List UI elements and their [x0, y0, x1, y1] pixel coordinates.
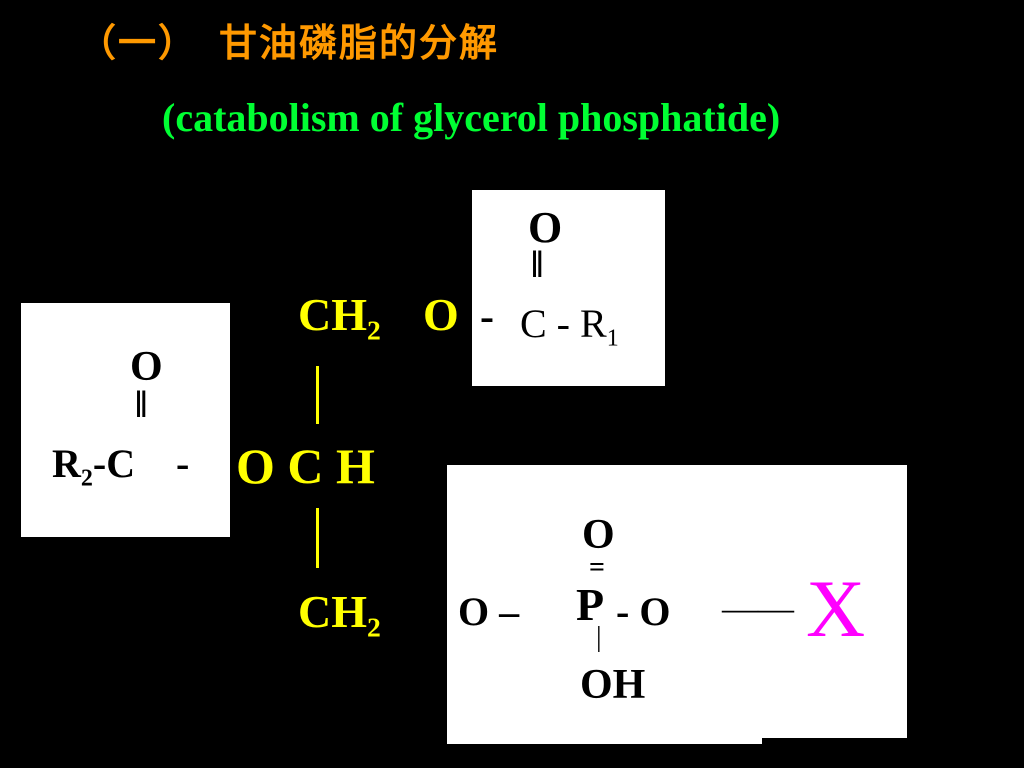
phosphate-box-lower: [447, 600, 762, 744]
acyl1-carbonyl-o: O: [528, 203, 563, 252]
glycerol-phosphate-dash: –: [410, 580, 428, 620]
ester-dash-top: -: [480, 294, 494, 340]
acyl2-double-bond: ‖: [135, 384, 148, 426]
phosphate-single-bond: |: [596, 622, 602, 653]
glycerol-bond-1: [316, 366, 319, 424]
title-english: (catabolism of glycerol phosphatide): [162, 95, 781, 140]
acyl2-carbonyl-o: O: [130, 344, 163, 390]
acyl2-box: [21, 303, 230, 537]
title-chinese: （一） 甘油磷脂的分解: [78, 21, 500, 65]
phosphate-oh: OH: [580, 662, 646, 708]
acyl2-r2-c: R2-C: [52, 441, 136, 492]
glycerol-o-top: O: [423, 289, 459, 340]
acyl1-double-bond: ‖: [531, 244, 544, 286]
acyl1-c-r1: C - R1: [520, 301, 619, 352]
phosphate-double-bond: =: [589, 552, 605, 583]
phosphate-p: P: [576, 579, 605, 630]
phosphate-x-bond: ——: [722, 588, 794, 628]
glycerol-och: O C H: [236, 438, 375, 494]
phosphate-o-top: O: [582, 512, 615, 558]
glycerol-ch2-top: CH2: [298, 289, 381, 346]
glycerol-ch2-bottom: CH2: [298, 586, 381, 643]
acyl1-box: [472, 190, 665, 386]
x-group: X: [806, 563, 866, 654]
acyl2-dash: -: [176, 441, 190, 486]
phosphate-o-left: O –: [458, 589, 520, 634]
phosphate-o-right: - O: [616, 589, 671, 634]
glycerol-bond-2: [316, 508, 319, 568]
